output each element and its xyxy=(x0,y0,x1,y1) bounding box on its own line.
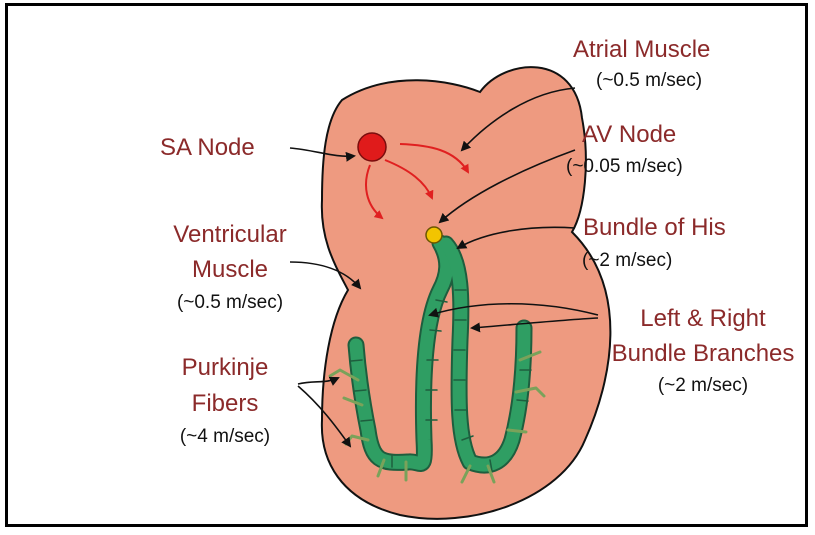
av-node xyxy=(426,227,442,243)
bundle-branches-speed: (~2 m/sec) xyxy=(598,375,808,397)
av-node-speed: (~0.05 m/sec) xyxy=(566,156,683,178)
ventricular-muscle-label-line1: Ventricular xyxy=(150,221,310,249)
purkinje-fibers-label-line1: Purkinje xyxy=(160,354,290,382)
sa-node-label: SA Node xyxy=(160,134,255,162)
ventricular-muscle-label-line2: Muscle xyxy=(150,256,310,284)
bundle-branches-label-line1: Left & Right xyxy=(598,305,808,333)
bundle-of-his-speed: (~2 m/sec) xyxy=(582,250,672,272)
purkinje-fibers-label-line2: Fibers xyxy=(160,390,290,418)
sa-node xyxy=(358,133,386,161)
ventricular-muscle-speed: (~0.5 m/sec) xyxy=(150,292,310,314)
atrial-muscle-label: Atrial Muscle xyxy=(573,36,710,64)
bundle-of-his-label: Bundle of His xyxy=(583,214,726,242)
bundle-branches-label-line2: Bundle Branches xyxy=(598,340,808,368)
atrial-muscle-speed: (~0.5 m/sec) xyxy=(596,70,702,92)
av-node-label: AV Node xyxy=(582,121,676,149)
purkinje-fibers-speed: (~4 m/sec) xyxy=(160,426,290,448)
